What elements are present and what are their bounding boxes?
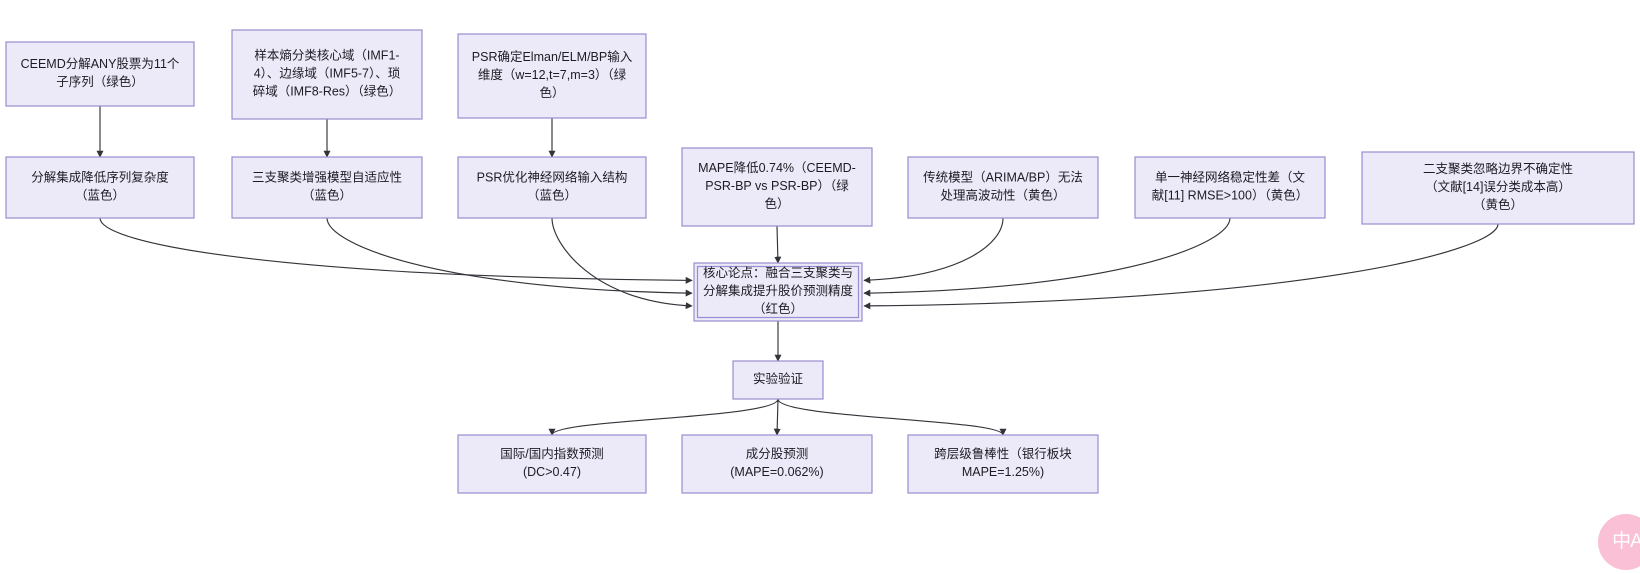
node-n7[interactable]: MAPE降低0.74%（CEEMD-PSR-BP vs PSR-BP）（绿色） xyxy=(681,147,873,227)
node-label: 实验验证 xyxy=(753,371,804,386)
node-n10[interactable]: 二支聚类忽略边界不确定性（文献[14]误分类成本高）（黄色） xyxy=(1361,151,1635,225)
edge-exp-to-r1 xyxy=(548,398,779,436)
node-label: PSR确定Elman/ELM/BP输入维度（w=12,t=7,m=3）（绿色） xyxy=(472,49,633,100)
edge-n9-to-core xyxy=(863,217,1231,297)
edge-n6-to-core xyxy=(551,217,693,310)
node-box-inner-accent xyxy=(696,265,860,319)
edge-exp-to-r3 xyxy=(777,398,1007,436)
node-n1[interactable]: CEEMD分解ANY股票为11个子序列（绿色） xyxy=(5,41,195,107)
node-box xyxy=(732,360,824,400)
node-core[interactable]: 核心论点：融合三支聚类与分解集成提升股价预测精度（红色） xyxy=(693,262,863,322)
node-label: 单一神经网络稳定性差（文献[11] RMSE>100）（黄色） xyxy=(1152,170,1308,203)
node-label: MAPE降低0.74%（CEEMD-PSR-BP vs PSR-BP）（绿色） xyxy=(698,161,856,211)
node-box xyxy=(1361,151,1635,225)
node-box xyxy=(907,434,1099,494)
node-label: 传统模型（ARIMA/BP）无法处理高波动性（黄色） xyxy=(923,170,1083,203)
node-box xyxy=(5,156,195,219)
node-n8[interactable]: 传统模型（ARIMA/BP）无法处理高波动性（黄色） xyxy=(907,156,1099,219)
node-r2[interactable]: 成分股预测(MAPE=0.062%) xyxy=(681,434,873,494)
node-label: 核心论点：融合三支聚类与分解集成提升股价预测精度（红色） xyxy=(703,265,854,316)
node-n9[interactable]: 单一神经网络稳定性差（文献[11] RMSE>100）（黄色） xyxy=(1134,156,1326,219)
node-box xyxy=(457,33,647,119)
node-box xyxy=(693,262,863,322)
edge-exp-to-r2 xyxy=(773,398,781,436)
node-label: 国际/国内指数预测(DC>0.47) xyxy=(500,446,603,479)
node-label: 三支聚类增强模型自适应性（蓝色） xyxy=(252,170,402,203)
node-box xyxy=(5,41,195,107)
node-n6[interactable]: PSR优化神经网络输入结构（蓝色） xyxy=(457,156,647,219)
node-box xyxy=(907,156,1099,219)
node-box xyxy=(231,29,423,120)
node-label: PSR优化神经网络输入结构（蓝色） xyxy=(477,170,628,203)
node-label: 样本熵分类核心域（IMF1-4）、边缘域（IMF5-7）、琐碎域（IMF8-Re… xyxy=(253,48,402,99)
node-n5[interactable]: 三支聚类增强模型自适应性（蓝色） xyxy=(231,156,423,219)
node-box xyxy=(457,434,647,494)
node-exp[interactable]: 实验验证 xyxy=(732,360,824,400)
node-box xyxy=(457,156,647,219)
node-label: 二支聚类忽略边界不确定性（文献[14]误分类成本高）（黄色） xyxy=(1423,161,1573,212)
edge-n10-to-core xyxy=(863,223,1499,310)
node-r1[interactable]: 国际/国内指数预测(DC>0.47) xyxy=(457,434,647,494)
edge-layer xyxy=(96,106,1499,436)
translate-watermark-icon[interactable]: 中A xyxy=(1598,514,1640,570)
edge-n5-to-core xyxy=(326,217,693,297)
node-box xyxy=(681,147,873,227)
edge-n8-to-core xyxy=(863,217,1004,284)
edge-n4-to-core xyxy=(99,217,693,284)
node-label: 分解集成降低序列复杂度（蓝色） xyxy=(31,170,169,203)
node-n2[interactable]: 样本熵分类核心域（IMF1-4）、边缘域（IMF5-7）、琐碎域（IMF8-Re… xyxy=(231,29,423,120)
node-n4[interactable]: 分解集成降低序列复杂度（蓝色） xyxy=(5,156,195,219)
edge-n7-to-core xyxy=(774,225,782,264)
node-n3[interactable]: PSR确定Elman/ELM/BP输入维度（w=12,t=7,m=3）（绿色） xyxy=(457,33,647,119)
node-box xyxy=(681,434,873,494)
node-box xyxy=(1134,156,1326,219)
node-box xyxy=(231,156,423,219)
node-layer: CEEMD分解ANY股票为11个子序列（绿色） 样本熵分类核心域（IMF1-4）、… xyxy=(5,29,1635,494)
node-label: CEEMD分解ANY股票为11个子序列（绿色） xyxy=(21,57,180,89)
node-label: 成分股预测(MAPE=0.062%) xyxy=(730,447,823,479)
